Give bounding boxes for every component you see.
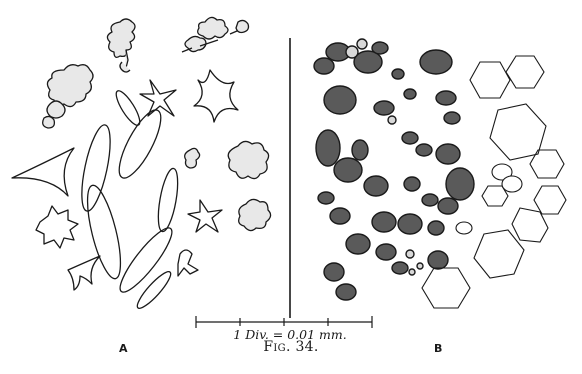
hexagon-7 (473, 229, 525, 279)
small-granule-cluster (184, 147, 201, 169)
panel-b-label: B (434, 342, 443, 355)
star-crystal-3 (187, 199, 223, 233)
light-granules (345, 38, 424, 276)
granule-chain-top-right (181, 16, 250, 53)
spindle-7 (136, 271, 172, 309)
hexagon-6 (511, 207, 549, 243)
spindle-3 (115, 90, 141, 126)
spindle-1 (81, 124, 111, 212)
small-y-crystal (177, 249, 199, 277)
rosette-crystal-3 (238, 198, 272, 232)
granule-chain-top-left (106, 18, 136, 73)
rosette-crystal-1 (35, 205, 79, 249)
hexagon-1 (469, 61, 511, 99)
hexagon-4 (529, 149, 565, 179)
spindle-4 (157, 167, 179, 233)
star-crystal-2 (193, 69, 239, 123)
outlined-blobs (455, 163, 523, 235)
granule-column-left (42, 64, 94, 129)
hexagon-crystals (421, 55, 567, 309)
hexagon-8 (421, 267, 471, 309)
dark-granules (313, 41, 475, 301)
panel-b-drawing (313, 38, 567, 309)
figure-caption: Fig. 34. (263, 339, 319, 355)
spindle-6 (119, 227, 173, 293)
dart-crystal-1 (11, 147, 75, 197)
panel-a-drawing (11, 16, 272, 309)
hexagon-3 (489, 103, 547, 161)
rosette-crystal-2 (227, 140, 270, 180)
scale-bar (195, 316, 373, 328)
star-crystal-1 (139, 79, 177, 117)
hexagon-5 (533, 185, 567, 215)
scale-label: 1 Div. = 0.01 mm. (233, 327, 347, 342)
panel-a-label: A (119, 342, 129, 355)
hexagon-2 (505, 55, 545, 89)
dart-crystal-2 (67, 255, 101, 291)
spindle-2 (118, 109, 162, 179)
spindle-5 (86, 184, 122, 280)
